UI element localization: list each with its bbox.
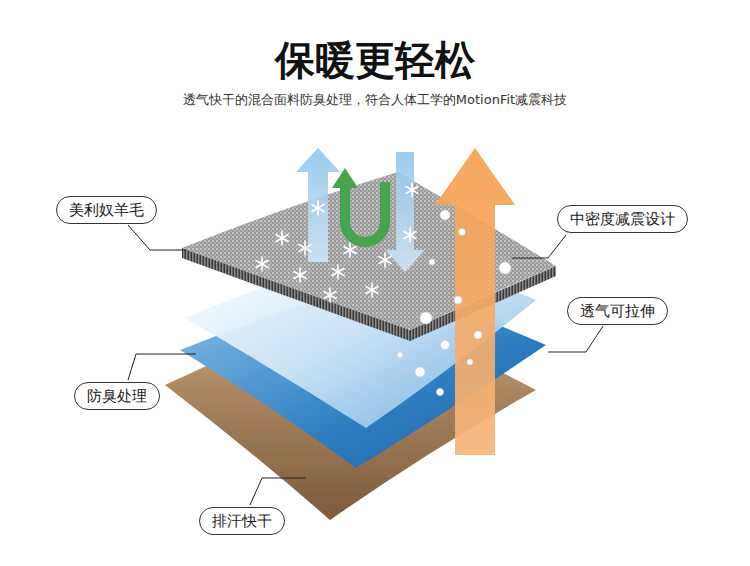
callout-text: 防臭处理 (87, 386, 147, 406)
callout-label: 透气可拉伸 (567, 297, 668, 325)
callout-text: 中密度减震设计 (570, 209, 675, 229)
callout-label: 中密度减震设计 (557, 205, 688, 233)
callout-text: 排汗快干 (212, 511, 272, 531)
subtitle: 透气快干的混合面料防臭处理，符合人体工学的MotionFit减震科技 (183, 91, 567, 109)
callout-label: 防臭处理 (74, 382, 160, 410)
callout-text: 透气可拉伸 (580, 301, 655, 321)
callout-label: 排汗快干 (199, 507, 285, 535)
callout-label: 美利奴羊毛 (56, 196, 157, 224)
callout-text: 美利奴羊毛 (69, 200, 144, 220)
title: 保暖更轻松 (275, 33, 475, 88)
